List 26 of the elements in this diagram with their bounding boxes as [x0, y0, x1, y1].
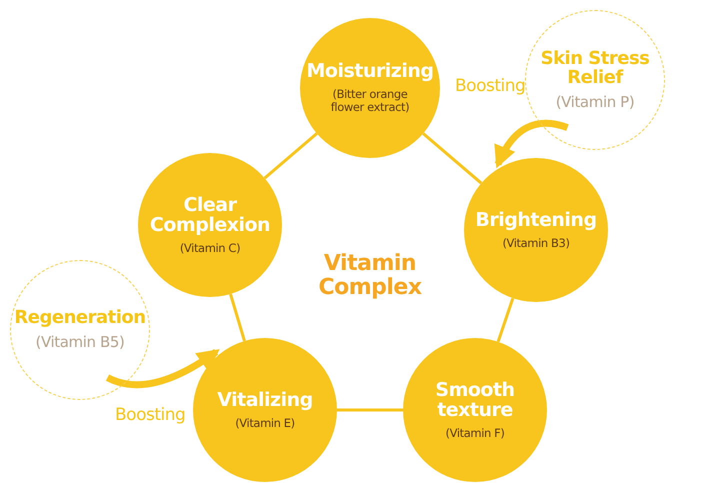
connector-line [496, 298, 514, 342]
connector-line [422, 132, 482, 184]
subtitle: (Vitamin C) [180, 242, 240, 256]
heading: Vitalizing [217, 390, 313, 411]
heading: Skin Stress Relief [540, 48, 650, 88]
dashed-circle [10, 260, 150, 400]
subtitle: (Vitamin P) [556, 94, 634, 112]
dashed-circle [525, 10, 665, 150]
connector-line [337, 408, 403, 412]
heading: Clear Complexion [148, 194, 272, 236]
subtitle: (Vitamin B3) [502, 236, 570, 250]
heading: Smooth texture [434, 380, 516, 422]
annotation-text: Boosting [455, 76, 526, 96]
heading: Brightening [475, 210, 597, 231]
curved-arrow [106, 348, 220, 388]
subtitle: (Bitter orange flower extract) [330, 88, 410, 115]
connector-line [264, 132, 318, 180]
heading: Vitamin Complex [317, 252, 423, 300]
annotation-text: Boosting [115, 405, 186, 425]
curved-arrow [494, 120, 569, 168]
connector-line [229, 294, 246, 342]
subtitle: (Vitamin B5) [36, 334, 124, 352]
heading: Moisturizing [306, 61, 434, 82]
subtitle: (Vitamin F) [446, 427, 504, 440]
heading: Regeneration [14, 308, 146, 328]
subtitle: (Vitamin E) [235, 416, 295, 430]
